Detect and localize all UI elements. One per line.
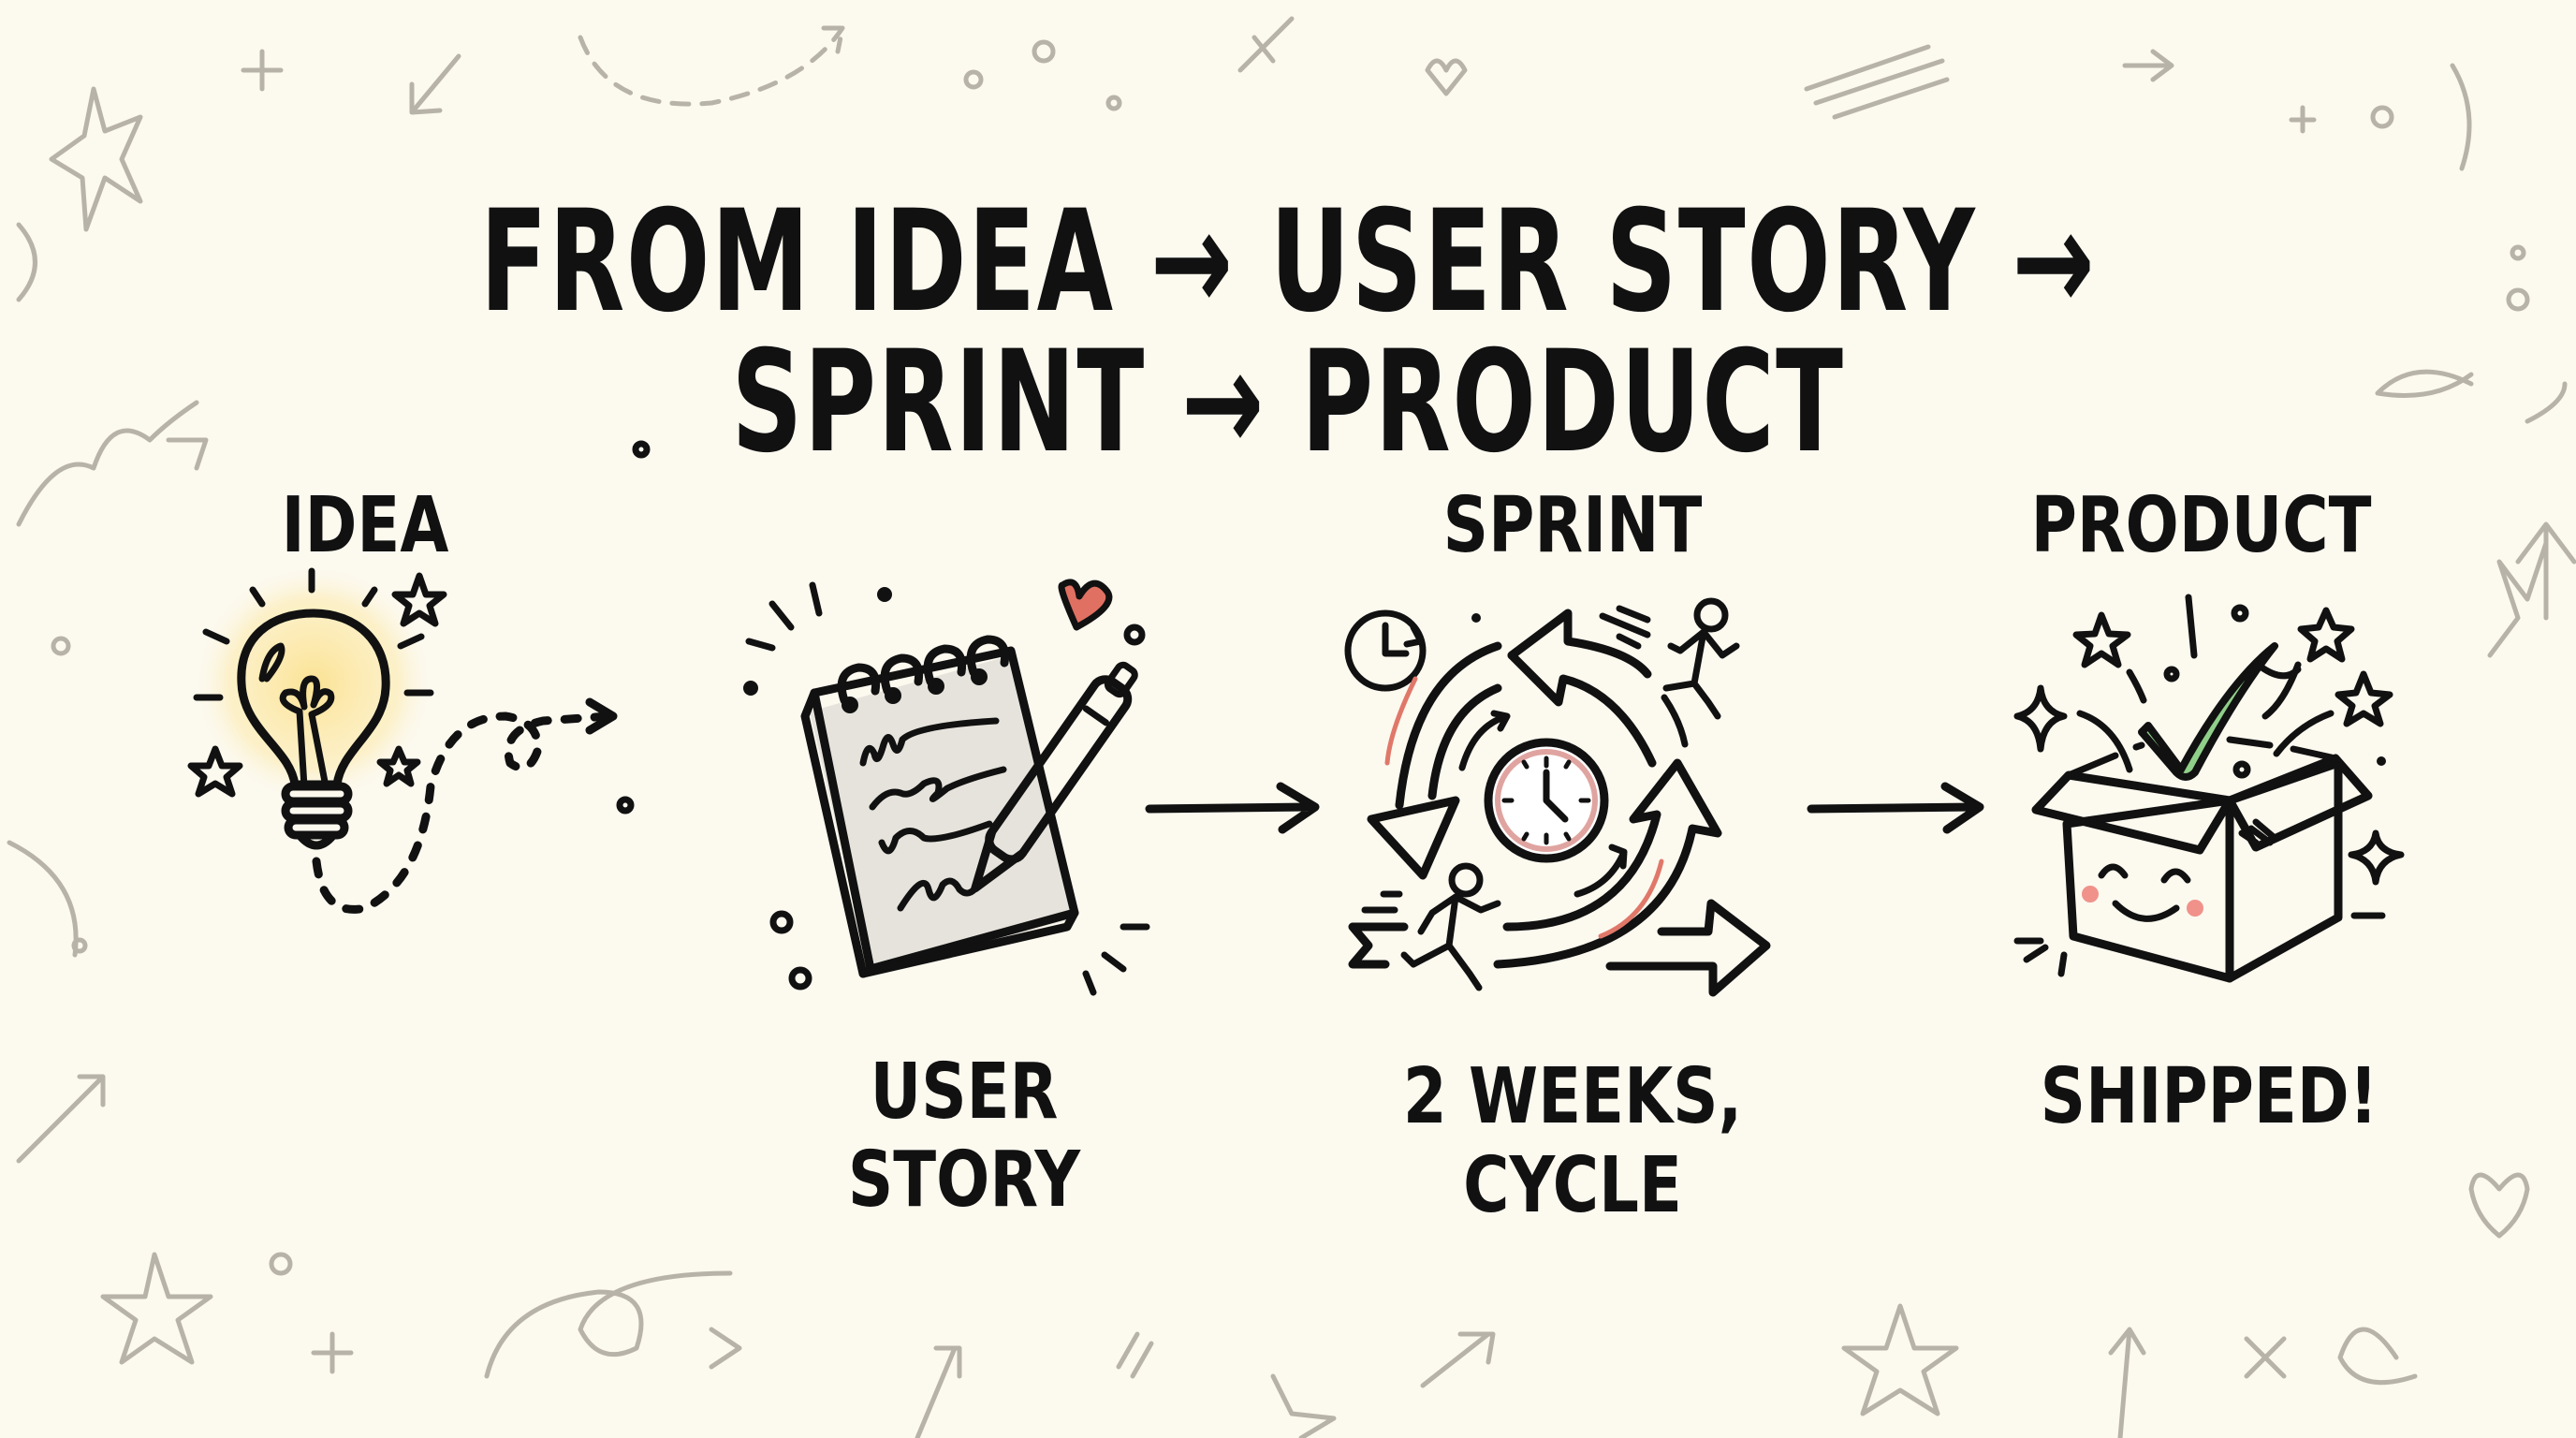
step-caption-sprint-line1: 2 WEEKS,	[1402, 1052, 1743, 1141]
page-title: FROM IDEA → USER STORY → SPRINT → PRODUC…	[479, 181, 2097, 484]
box-checkmark-icon	[2013, 594, 2405, 983]
cycle-clock-icon	[1344, 597, 1771, 997]
notepad-pen-icon	[743, 579, 1150, 996]
arrow-right-icon	[1145, 782, 1320, 834]
lightbulb-icon	[187, 440, 651, 914]
step-label-user-story: USER STORY	[847, 1048, 1081, 1225]
step-caption-sprint-line2: CYCLE	[1463, 1141, 1682, 1230]
step-caption-product: SHIPPED!	[2040, 1052, 2378, 1141]
arrow-right-icon	[1807, 782, 1984, 834]
step-label-sprint: SPRINT	[1442, 481, 1703, 570]
step-label-product: PRODUCT	[2030, 481, 2372, 570]
step-label-idea: IDEA	[281, 481, 449, 570]
